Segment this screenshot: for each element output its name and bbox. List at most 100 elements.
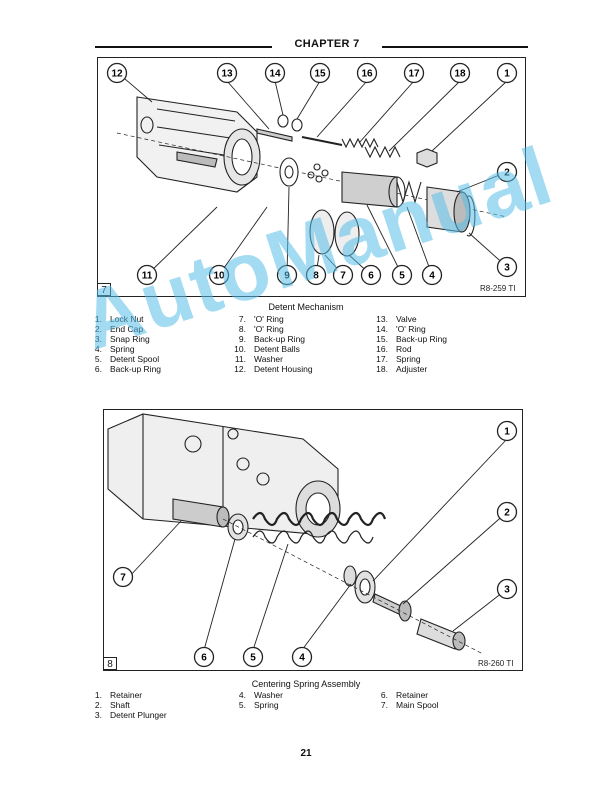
figure-7-legend-item: 11. Washer (228, 354, 283, 364)
legend-item-label: End Cap (110, 324, 144, 334)
figure-8-callout-label: 4 (299, 653, 305, 664)
figure-8-callout-circle (242, 646, 264, 668)
figure-7-reference: R8-259 TI (480, 284, 516, 293)
figure-7-callout-label: 2 (504, 168, 510, 179)
figure-7-legend-item: 5.Detent Spool (84, 354, 159, 364)
figure-7-callout-label: 17 (408, 69, 420, 80)
figure-7-legend-item: 14.'O' Ring (370, 324, 426, 334)
legend-item-label: 'O' Ring (254, 324, 284, 334)
figure-7-legend-item: 16.Rod (370, 344, 411, 354)
legend-item-label: Back-up Ring (110, 364, 162, 374)
header-rule-right (382, 46, 528, 48)
figure-7-callout-circle (309, 62, 331, 84)
figure-8-legend-item: 5. Spring (228, 700, 279, 710)
figure-7-callout-circle (264, 62, 286, 84)
legend-item-number: 5. (238, 700, 246, 710)
legend-item-label: Detent Plunger (110, 710, 167, 720)
figure-7-callout-circle (332, 264, 354, 286)
legend-item-label: Washer (254, 690, 283, 700)
legend-item-label: Spring (110, 344, 135, 354)
figure-7-callout-label: 15 (314, 69, 326, 80)
figure-7-callout-label: 6 (368, 271, 374, 282)
figure-7-callout-label: 16 (361, 69, 373, 80)
figure-7-callout-circle (136, 264, 158, 286)
figure-7-callout-label: 8 (313, 271, 319, 282)
figure-7-callout-label: 5 (399, 271, 405, 282)
figure-7-callout-label: 4 (429, 271, 435, 282)
legend-item-label: Main Spool (396, 700, 439, 710)
chapter-heading: CHAPTER 7 (294, 38, 360, 50)
figure-7-legend-item: 8. 'O' Ring (228, 324, 284, 334)
figure-7-callout-label: 1 (504, 69, 510, 80)
figure-8-legend-item: 1. Retainer (84, 690, 142, 700)
figure-7-callout-circle (276, 264, 298, 286)
figure-7-legend-item: 3.Snap Ring (84, 334, 150, 344)
figure-8-callout-circle (496, 578, 518, 600)
figure-8-callout-circle (193, 646, 215, 668)
figure-7-legend-item: 7.'O' Ring (228, 314, 284, 324)
figure-7-callout-circle (356, 62, 378, 84)
figure-8-callout-circle (112, 566, 134, 588)
header-rule-left (95, 46, 272, 48)
figure-7-legend-item: 6. Back-up Ring (84, 364, 161, 374)
legend-item-label: Washer (254, 354, 283, 364)
legend-item-label: 'O' Ring (396, 324, 426, 334)
legend-item-label: Adjuster (396, 364, 428, 374)
figure-7-callout-label: 14 (269, 69, 281, 80)
figure-8-callout-circle (291, 646, 313, 668)
figure-8-legend-item: 4.Washer (228, 690, 283, 700)
legend-item-number: 1. (94, 314, 102, 324)
page-number: 21 (300, 748, 312, 759)
legend-item-number: 13. (376, 314, 388, 324)
figure-7-legend-item: 17.Spring (370, 354, 420, 364)
figure-7-callout-label: 3 (504, 263, 510, 274)
figure-7-callout-circle (391, 264, 413, 286)
figure-7-callout-circle (360, 264, 382, 286)
figure-7-callout-circle (449, 62, 471, 84)
legend-item-number: 3. (94, 334, 102, 344)
figure-7-callout-circle (216, 62, 238, 84)
legend-item-number: 18. (376, 364, 388, 374)
legend-item-number: 8. (238, 324, 246, 334)
figure-7-legend-item: 1. Lock Nut (84, 314, 144, 324)
figure-7-legend-item: 18. Adjuster (370, 364, 427, 374)
legend-item-number: 6. (94, 364, 102, 374)
legend-item-number: 1. (94, 690, 102, 700)
figure-8-legend-item: 6.Retainer (370, 690, 428, 700)
figure-7-legend-item: 13. Valve (370, 314, 417, 324)
legend-item-label: Retainer (110, 690, 143, 700)
legend-item-number: 7. (380, 700, 388, 710)
figure-8-callout-label: 6 (201, 653, 207, 664)
figure-7-callout-label: 13 (221, 69, 233, 80)
legend-item-label: Shaft (110, 700, 130, 710)
figure-7-callout-label: 10 (213, 271, 225, 282)
figure-8-legend-item: 3.Detent Plunger (84, 710, 167, 720)
legend-item-label: Detent Balls (254, 344, 300, 354)
legend-item-number: 2. (94, 324, 102, 334)
figure-8-frame (103, 409, 523, 671)
legend-item-label: Lock Nut (110, 314, 144, 324)
legend-item-label: Spring (254, 700, 279, 710)
legend-item-number: 4. (94, 344, 102, 354)
figure-8-illustration (107, 413, 508, 655)
figure-8-legend-item: 2.Shaft (84, 700, 130, 710)
legend-item-label: Valve (396, 314, 417, 324)
legend-item-label: Detent Housing (254, 364, 313, 374)
figure-8-number: 8 (103, 657, 117, 670)
figure-7-legend-item: 4. Spring (84, 344, 135, 354)
legend-item-number: 9. (238, 334, 246, 344)
figure-8-callout-circle (496, 420, 518, 442)
figure-8-caption: Centering Spring Assembly (251, 679, 361, 689)
legend-item-number: 11. (234, 354, 246, 364)
figure-7-illustration (116, 78, 508, 276)
figure-8-callout-circle (496, 501, 518, 523)
figure-7-callout-label: 18 (454, 69, 466, 80)
legend-item-number: 15. (376, 334, 388, 344)
figure-8-callout-label: 1 (504, 427, 510, 438)
legend-item-label: Detent Spool (110, 354, 160, 364)
figure-7-legend-item: 10.Detent Balls (228, 344, 300, 354)
figure-8-reference: R8-260 TI (478, 659, 514, 668)
legend-item-label: Retainer (396, 690, 429, 700)
figure-7-callout-circle (106, 62, 128, 84)
